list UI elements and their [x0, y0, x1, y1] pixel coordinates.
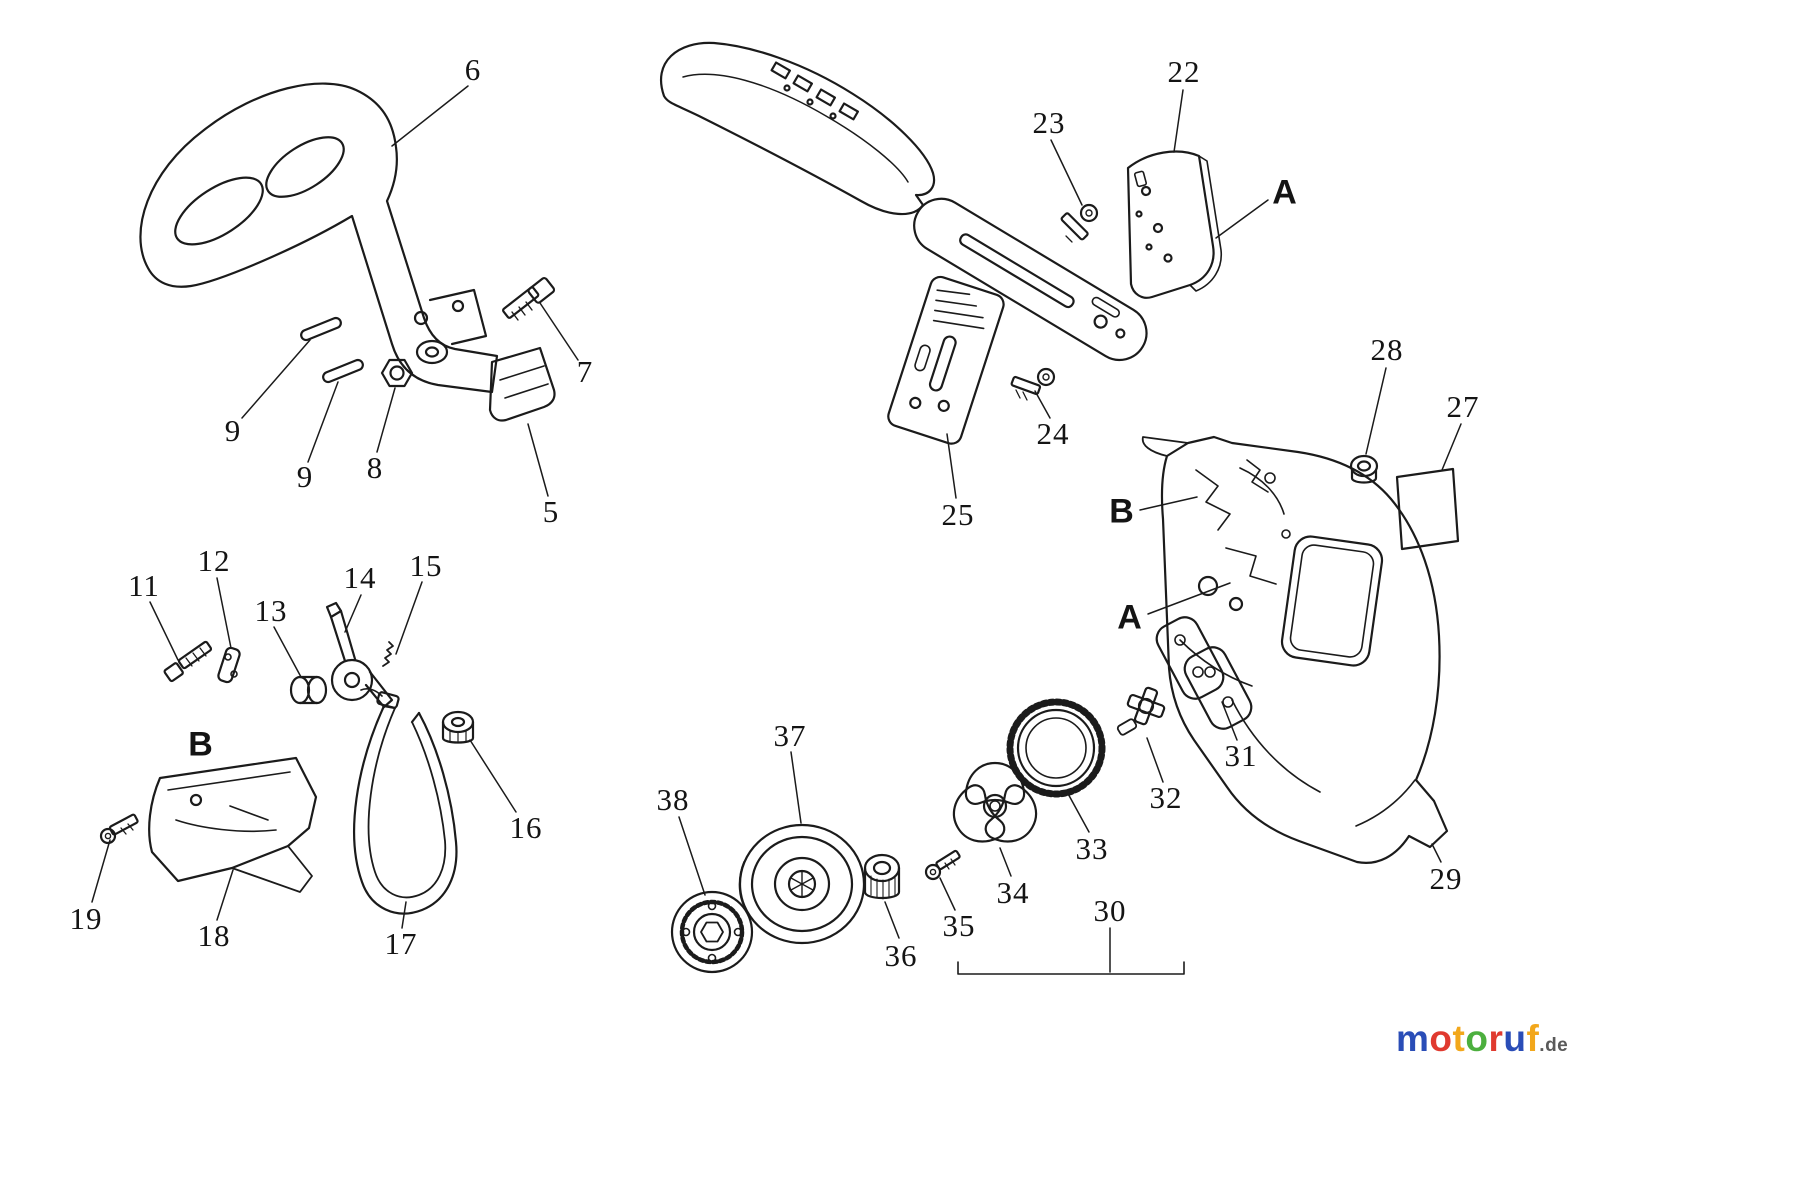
- front-handguard-drawing: [139, 82, 499, 394]
- oil-pump-drive-drawing-32: [1116, 686, 1166, 736]
- latch-drawing-12: [217, 646, 241, 684]
- needle-bearing-drawing-36: [863, 853, 901, 900]
- clutch-drum-drawing-37: [738, 823, 866, 945]
- screw-drawing-35: [924, 849, 961, 881]
- screw-drawing-24: [1010, 367, 1056, 401]
- guide-bar-drawing: [913, 197, 1148, 362]
- brake-lever-drawing-14: [325, 601, 394, 709]
- clutch-shoes-drawing-34: [952, 761, 1038, 843]
- nut-drawing-8: [380, 358, 414, 388]
- screw-drawing-11: [163, 640, 213, 683]
- shim-plates-drawing-31: [1155, 616, 1253, 730]
- brake-cover-drawing-18: [148, 756, 318, 893]
- watermark: motoruf.de: [1396, 1018, 1568, 1060]
- watermark-letter-4: r: [1488, 1018, 1504, 1059]
- screw-drawing-7: [502, 277, 556, 321]
- nut-drawing-28: [1349, 454, 1379, 484]
- assembly-bracket-30: [957, 961, 1185, 975]
- watermark-letter-2: t: [1452, 1018, 1466, 1059]
- watermark-letter-3: o: [1465, 1018, 1489, 1059]
- spring-drawing-15: [382, 641, 394, 667]
- watermark-letter-1: o: [1429, 1018, 1453, 1059]
- crankcase-drawing-29: [1141, 435, 1449, 864]
- brake-band-drawing-17: [353, 688, 458, 915]
- watermark-letter-5: u: [1503, 1018, 1527, 1059]
- screw-drawing-23: [1060, 203, 1099, 243]
- clamp-drawing-5: [488, 346, 556, 422]
- screw-drawing-19: [99, 813, 139, 845]
- watermark-suffix: .de: [1539, 1035, 1569, 1056]
- bushing-drawing-13: [289, 675, 328, 705]
- watermark-letter-0: m: [1396, 1018, 1430, 1059]
- saw-chain-drawing: [659, 41, 936, 216]
- label-plate-drawing-27: [1395, 467, 1460, 551]
- watermark-letter-6: f: [1526, 1018, 1540, 1059]
- inner-plate-drawing-25: [887, 275, 1005, 445]
- oil-pump-gear-drawing-38: [670, 890, 754, 974]
- pin-drawings-9: [300, 316, 364, 384]
- toothed-ring-drawing-33: [1006, 698, 1106, 798]
- watermark-word: motoruf: [1396, 1018, 1539, 1059]
- nut-drawing-16: [441, 710, 475, 744]
- outer-plate-drawing-22: [1126, 150, 1222, 299]
- leader-lines: [91, 85, 1462, 973]
